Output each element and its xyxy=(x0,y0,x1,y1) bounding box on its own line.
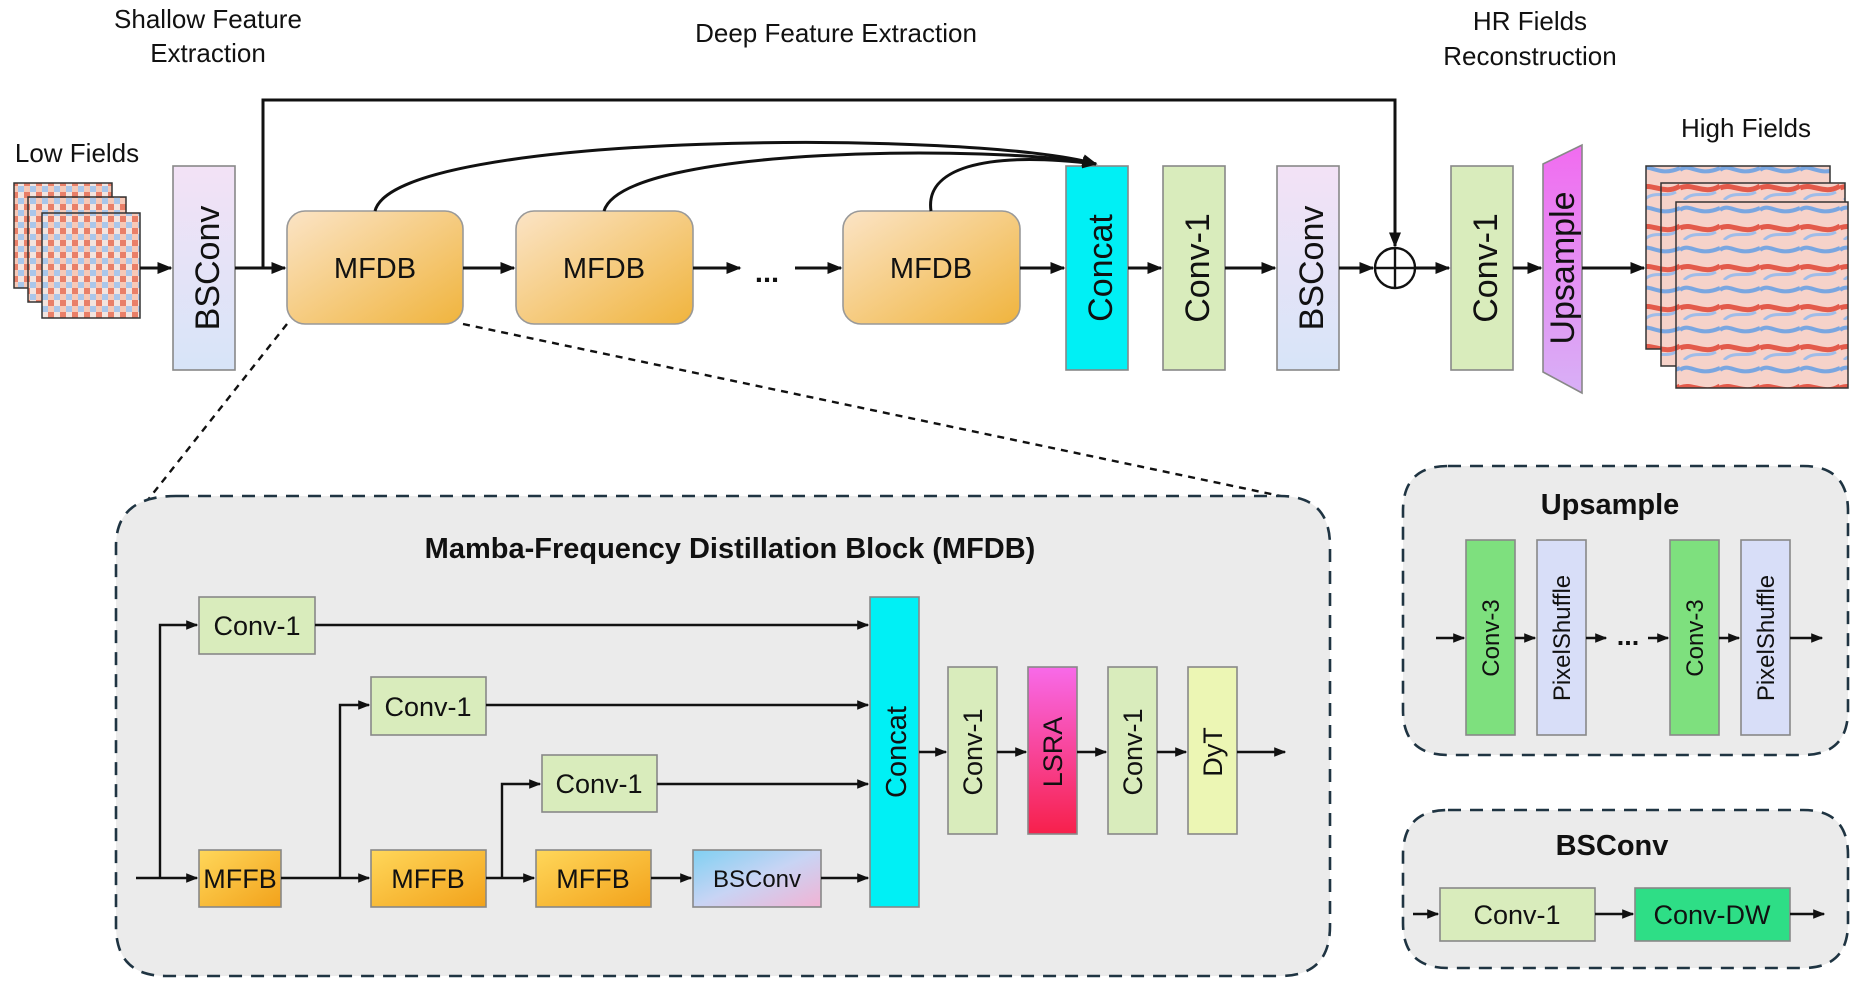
pixelshuffle-2 xyxy=(1740,539,1791,736)
bsconv-block-1-label: BSConv xyxy=(189,206,227,331)
bsconv-block-2-label: BSConv xyxy=(1293,206,1331,331)
low-fields-stack xyxy=(13,182,141,319)
mfdb-conv1-5-label: Conv-1 xyxy=(1118,708,1148,795)
deep-title: Deep Feature Extraction xyxy=(695,18,977,48)
mfdb-conv1-2 xyxy=(370,676,487,736)
dyt-block xyxy=(1187,666,1238,835)
mfdb-concat-label: Concat xyxy=(881,706,913,798)
mfdb-concat xyxy=(869,596,920,908)
concat-block-label: Concat xyxy=(1082,214,1120,322)
conv1-block-2 xyxy=(1450,165,1514,371)
mfdb-conv1-5 xyxy=(1107,666,1158,835)
hr-title-line2: Reconstruction xyxy=(1443,41,1616,71)
shallow-title-line1: Shallow Feature xyxy=(114,4,302,34)
conv1-block-2-label: Conv-1 xyxy=(1467,213,1505,323)
low-fields-label: Low Fields xyxy=(15,138,139,168)
mfdb-conv1-1-label: Conv-1 xyxy=(213,611,300,641)
concat-block xyxy=(1065,165,1129,371)
mfdb-bsconv xyxy=(692,849,822,908)
elementwise-sum-icon xyxy=(1373,246,1417,290)
mfdb-conv1-4 xyxy=(947,666,998,835)
pixelshuffle-1-label: PixelShuffle xyxy=(1549,575,1576,701)
mfdb-conv1-3-label: Conv-1 xyxy=(555,769,642,799)
pixelshuffle-1 xyxy=(1536,539,1587,736)
upsample-conv3-2-label: Conv-3 xyxy=(1682,599,1709,676)
upsample-detail-title: Upsample xyxy=(1541,489,1680,521)
shallow-title-line2: Extraction xyxy=(150,38,266,68)
upsample-block xyxy=(1542,143,1583,395)
mfdb-detail-edges xyxy=(136,620,1287,883)
mffb-block-1-label: MFFB xyxy=(203,864,277,894)
lsra-block xyxy=(1027,666,1078,835)
mfdb-detail-title: Mamba-Frequency Distillation Block (MFDB… xyxy=(425,533,1036,565)
mffb-block-2-label: MFFB xyxy=(391,864,465,894)
upsample-conv3-1 xyxy=(1465,539,1516,736)
bsconv-block-2 xyxy=(1276,165,1340,371)
mfdb-block-2-label: MFDB xyxy=(563,253,645,285)
upsample-block-label: Upsample xyxy=(1544,191,1582,344)
mfdb-block-n-label: MFDB xyxy=(890,253,972,285)
bsconv-detail-conv1 xyxy=(1439,887,1596,942)
mffb-block-3-label: MFFB xyxy=(556,864,630,894)
conv-dw-block-label: Conv-DW xyxy=(1653,900,1771,930)
mfdb-block-1-label: MFDB xyxy=(334,253,416,285)
high-fields-label: High Fields xyxy=(1681,113,1811,143)
main-pipeline-edges xyxy=(140,98,1646,274)
lsra-block-label: LSRA xyxy=(1038,717,1068,788)
zoom-line-left xyxy=(131,323,288,521)
upsample-conv3-1-label: Conv-3 xyxy=(1478,599,1505,676)
bsconv-detail-conv1-label: Conv-1 xyxy=(1473,900,1560,930)
bsconv-block-1 xyxy=(172,165,236,371)
zoom-line-right xyxy=(462,322,1291,500)
mfdb-bsconv-label: BSConv xyxy=(713,866,801,893)
mfdb-conv1-2-label: Conv-1 xyxy=(384,692,471,722)
hr-title-line1: HR Fields xyxy=(1473,6,1587,36)
mffb-block-2 xyxy=(370,849,487,908)
mfdb-conv1-1 xyxy=(198,596,316,655)
high-fields-stack xyxy=(1645,165,1849,389)
mfdb-conv1-4-label: Conv-1 xyxy=(958,708,988,795)
conv1-block-1-label: Conv-1 xyxy=(1179,213,1217,323)
conv-dw-block xyxy=(1634,887,1791,942)
upsample-conv3-2 xyxy=(1669,539,1720,736)
mfdb-ellipsis: ... xyxy=(755,257,779,289)
conv1-block-1 xyxy=(1162,165,1226,371)
dyt-block-label: DyT xyxy=(1198,727,1228,777)
upsample-ellipsis: ... xyxy=(1617,621,1640,651)
pixelshuffle-2-label: PixelShuffle xyxy=(1753,575,1780,701)
bsconv-detail-title: BSConv xyxy=(1556,830,1669,862)
